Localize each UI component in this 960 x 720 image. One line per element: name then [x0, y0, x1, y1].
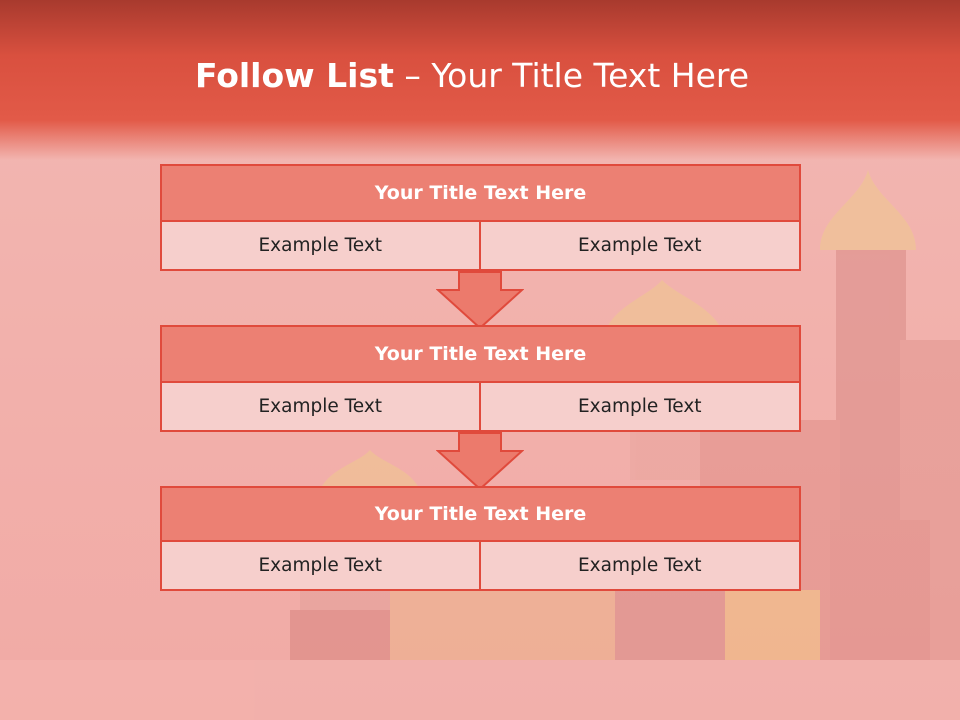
step-row: Example Text Example Text — [160, 222, 801, 271]
step-box-2: Your Title Text Here Example Text Exampl… — [160, 325, 801, 432]
step-box-3: Your Title Text Here Example Text Exampl… — [160, 486, 801, 591]
step-cell-left: Example Text — [160, 542, 481, 591]
step-box-1: Your Title Text Here Example Text Exampl… — [160, 164, 801, 271]
step-row: Example Text Example Text — [160, 383, 801, 432]
step-title: Your Title Text Here — [160, 486, 801, 542]
header-banner — [0, 0, 960, 160]
step-title: Your Title Text Here — [160, 164, 801, 222]
step-title: Your Title Text Here — [160, 325, 801, 383]
page-title-strong: Follow List — [194, 56, 394, 95]
step-cell-right: Example Text — [480, 222, 801, 271]
step-cell-right: Example Text — [480, 383, 801, 432]
page-title: Follow List – Your Title Text Here — [0, 54, 944, 98]
step-cell-left: Example Text — [160, 383, 481, 432]
down-arrow-icon — [436, 271, 524, 330]
down-arrow-icon — [436, 432, 524, 491]
step-cell-left: Example Text — [160, 222, 481, 271]
step-row: Example Text Example Text — [160, 542, 801, 591]
page-title-rest: – Your Title Text Here — [393, 56, 750, 95]
step-cell-right: Example Text — [480, 542, 801, 591]
